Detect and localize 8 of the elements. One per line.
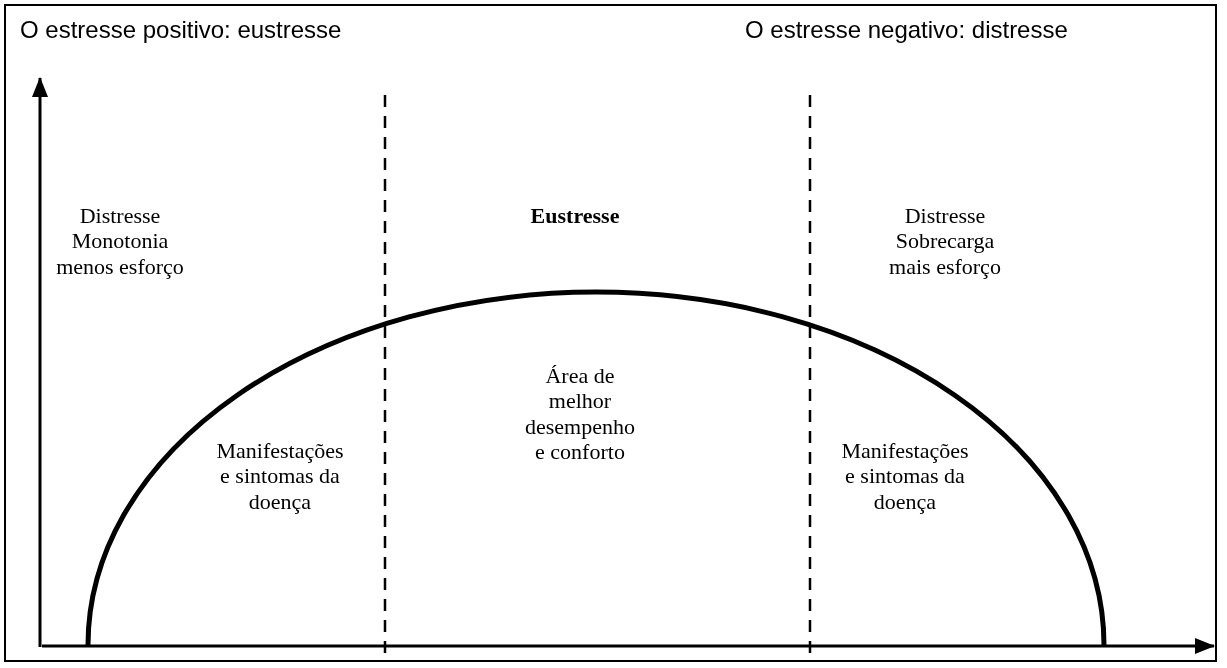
zone-label: Distresse Sobrecarga mais esforço [888, 203, 1002, 279]
zone-description: Manifestações e sintomas da doença [840, 438, 970, 514]
zone-description: Área de melhor desempenho e conforto [524, 363, 636, 465]
heading-text: O estresse negativo: distresse [745, 16, 1068, 44]
zone-description: Manifestações e sintomas da doença [215, 438, 345, 514]
zone-label: Distresse Monotonia menos esforço [55, 203, 185, 279]
heading-text: O estresse positivo: eustresse [20, 16, 342, 44]
zone-title: Eustresse [529, 203, 621, 229]
